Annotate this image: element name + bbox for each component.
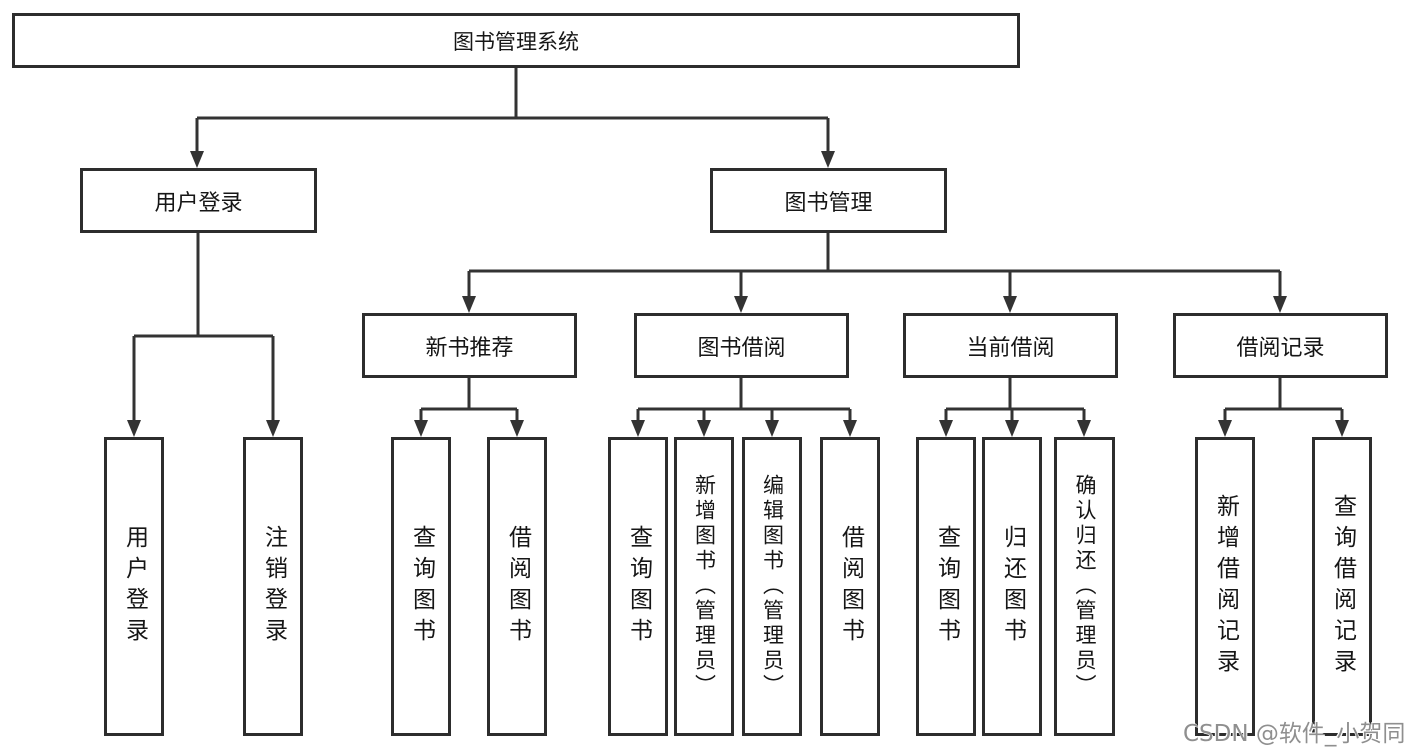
connector-borrowing-records-to-leaves: [1223, 378, 1344, 422]
connector-root-to-level2: [195, 68, 830, 153]
leaf-query-books-borrow: 查询图书: [608, 437, 668, 736]
arrowhead: [1335, 420, 1349, 437]
connector-book-borrowing-to-leaves: [636, 378, 852, 422]
leaf-borrow-books: 借阅图书: [820, 437, 880, 736]
arrowhead: [1077, 420, 1091, 437]
arrowhead: [1218, 420, 1232, 437]
arrowhead: [266, 420, 280, 437]
leaf-return-books: 归还图书: [982, 437, 1042, 736]
node-borrowing-records: 借阅记录: [1173, 313, 1388, 378]
arrowhead: [510, 420, 524, 437]
node-book-borrowing: 图书借阅: [634, 313, 849, 378]
csdn-watermark: CSDN @软件_小贺同学: [1183, 721, 1405, 747]
connector-user-login-to-leaves: [132, 233, 275, 422]
arrowhead: [462, 296, 476, 313]
arrowhead: [190, 151, 204, 168]
node-book-management: 图书管理: [710, 168, 947, 233]
node-current-borrowing: 当前借阅: [903, 313, 1118, 378]
leaf-confirm-return-admin: 确认归还（管理员）: [1054, 437, 1115, 736]
arrowhead: [127, 420, 141, 437]
connector-book-management-to-level3: [467, 233, 1282, 298]
leaf-add-borrow-record: 新增借阅记录: [1195, 437, 1255, 736]
arrowhead: [939, 420, 953, 437]
leaf-query-books-new: 查询图书: [391, 437, 451, 736]
leaf-borrow-books-new: 借阅图书: [487, 437, 547, 736]
arrowhead: [843, 420, 857, 437]
arrowhead: [1273, 296, 1287, 313]
leaf-user-login: 用户登录: [104, 437, 164, 736]
arrowhead: [734, 296, 748, 313]
node-book-management-system: 图书管理系统: [12, 13, 1020, 68]
arrowhead: [631, 420, 645, 437]
connector-current-borrowing-to-leaves: [944, 378, 1086, 422]
arrowhead: [414, 420, 428, 437]
node-user-login: 用户登录: [80, 168, 317, 233]
arrowhead: [697, 420, 711, 437]
arrowhead: [821, 151, 835, 168]
leaf-edit-books-admin: 编辑图书（管理员）: [742, 437, 802, 736]
leaf-logout: 注销登录: [243, 437, 303, 736]
leaf-query-books-current: 查询图书: [916, 437, 976, 736]
connector-new-book-recommendation-to-leaves: [419, 378, 519, 422]
arrowhead: [1005, 420, 1019, 437]
arrowhead: [1003, 296, 1017, 313]
node-new-book-recommendation: 新书推荐: [362, 313, 577, 378]
leaf-add-books-admin: 新增图书（管理员）: [674, 437, 734, 736]
arrowhead: [765, 420, 779, 437]
arrowheads: [127, 151, 1349, 437]
leaf-query-borrow-record: 查询借阅记录: [1312, 437, 1372, 736]
